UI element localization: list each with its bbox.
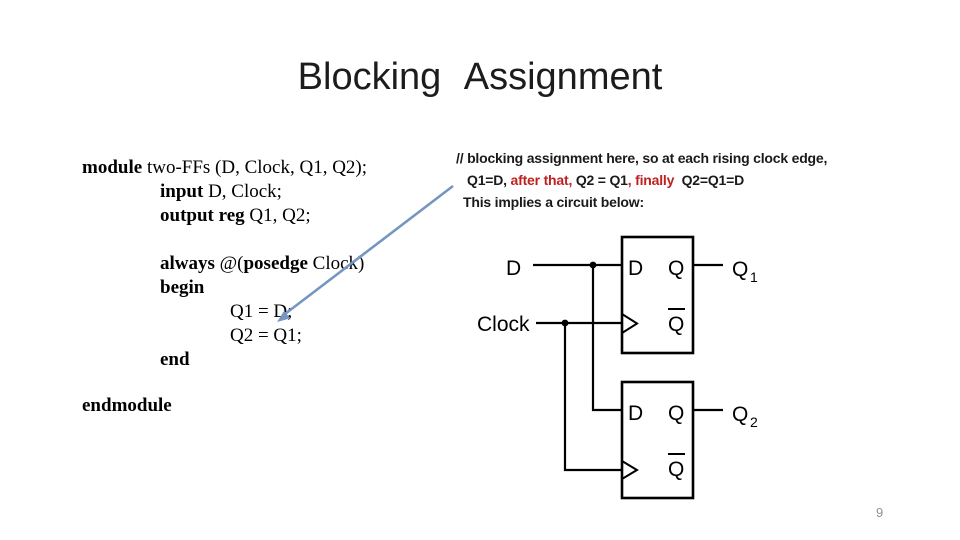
circuit-diagram (533, 235, 723, 500)
comment-line-3: This implies a circuit below: (463, 194, 644, 210)
label-input-clock: Clock (477, 313, 530, 336)
code-line-end: end (160, 348, 190, 371)
code-text: @( (219, 253, 244, 274)
keyword-always: always (160, 253, 220, 274)
keyword-begin: begin (160, 277, 205, 298)
ff2-box (620, 380, 695, 500)
ff1-clock-edge-triangle-icon (621, 313, 639, 334)
slide-title: Blocking Assignment (297, 56, 663, 98)
q2-output-label: Q (732, 403, 748, 426)
comment-red-finally: , finally (627, 172, 675, 188)
code-text: two-FFs (D, Clock, Q1, Q2); (142, 157, 368, 178)
code-text: Q1, Q2; (244, 205, 311, 226)
ff1-d-label: D (628, 257, 643, 280)
clock-junction-dot (561, 319, 569, 327)
code-line-always: always @(posedge Clock) (160, 252, 364, 275)
keyword-input: input (160, 181, 204, 202)
keyword-posedge: posedge (243, 253, 308, 274)
ff2-d-label: D (628, 402, 643, 425)
q1-output-subscript: 1 (750, 269, 758, 285)
d-junction-dot (589, 261, 597, 269)
code-line-module: module two-FFs (D, Clock, Q1, Q2); (82, 156, 367, 179)
comment-text: Q1=D, (467, 172, 511, 188)
ff1-qbar-label: Q (668, 313, 684, 336)
keyword-module: module (82, 157, 143, 178)
circuit-labels: D Clock D Q Q Q 1 D Q Q Q 2 (477, 257, 758, 481)
keyword-end: end (160, 349, 190, 370)
callout-line (284, 184, 454, 316)
d-feed-ff2-wire (591, 265, 622, 412)
comment-red-after-that: after that, (510, 172, 573, 188)
clock-feed-ff2-wire (563, 323, 622, 472)
keyword-endmodule: endmodule (82, 395, 172, 416)
comment-text: Q2 = Q1 (572, 172, 628, 188)
code-text: Q2 = Q1; (230, 325, 302, 346)
callout-arrow (277, 184, 454, 322)
keyword-output-reg: output reg (160, 205, 245, 226)
comment-line-2: Q1=D, after that, Q2 = Q1, finally Q2=Q1… (467, 172, 744, 188)
q1-output-label: Q (732, 258, 748, 281)
code-line-output: output reg Q1, Q2; (160, 204, 311, 227)
ff1-box (620, 235, 695, 355)
code-line-endmodule: endmodule (82, 394, 172, 417)
ff1-q-label: Q (668, 257, 684, 280)
ff2-qbar-label: Q (668, 458, 684, 481)
comment-line-1: // blocking assignment here, so at each … (456, 150, 828, 166)
code-line-q2-assign: Q2 = Q1; (230, 324, 302, 347)
q2-output-subscript: 2 (750, 414, 758, 430)
ff2-q-label: Q (668, 402, 684, 425)
comment-text: Q2=Q1=D (674, 172, 745, 188)
code-line-input: input D, Clock; (160, 180, 282, 203)
code-text: Clock) (307, 253, 365, 274)
label-input-d: D (506, 257, 521, 280)
callout-arrowhead-icon (277, 310, 291, 322)
code-text: D, Clock; (203, 181, 282, 202)
ff2-clock-edge-triangle-icon (621, 460, 639, 480)
page-number: 9 (876, 505, 884, 520)
code-line-begin: begin (160, 276, 204, 299)
